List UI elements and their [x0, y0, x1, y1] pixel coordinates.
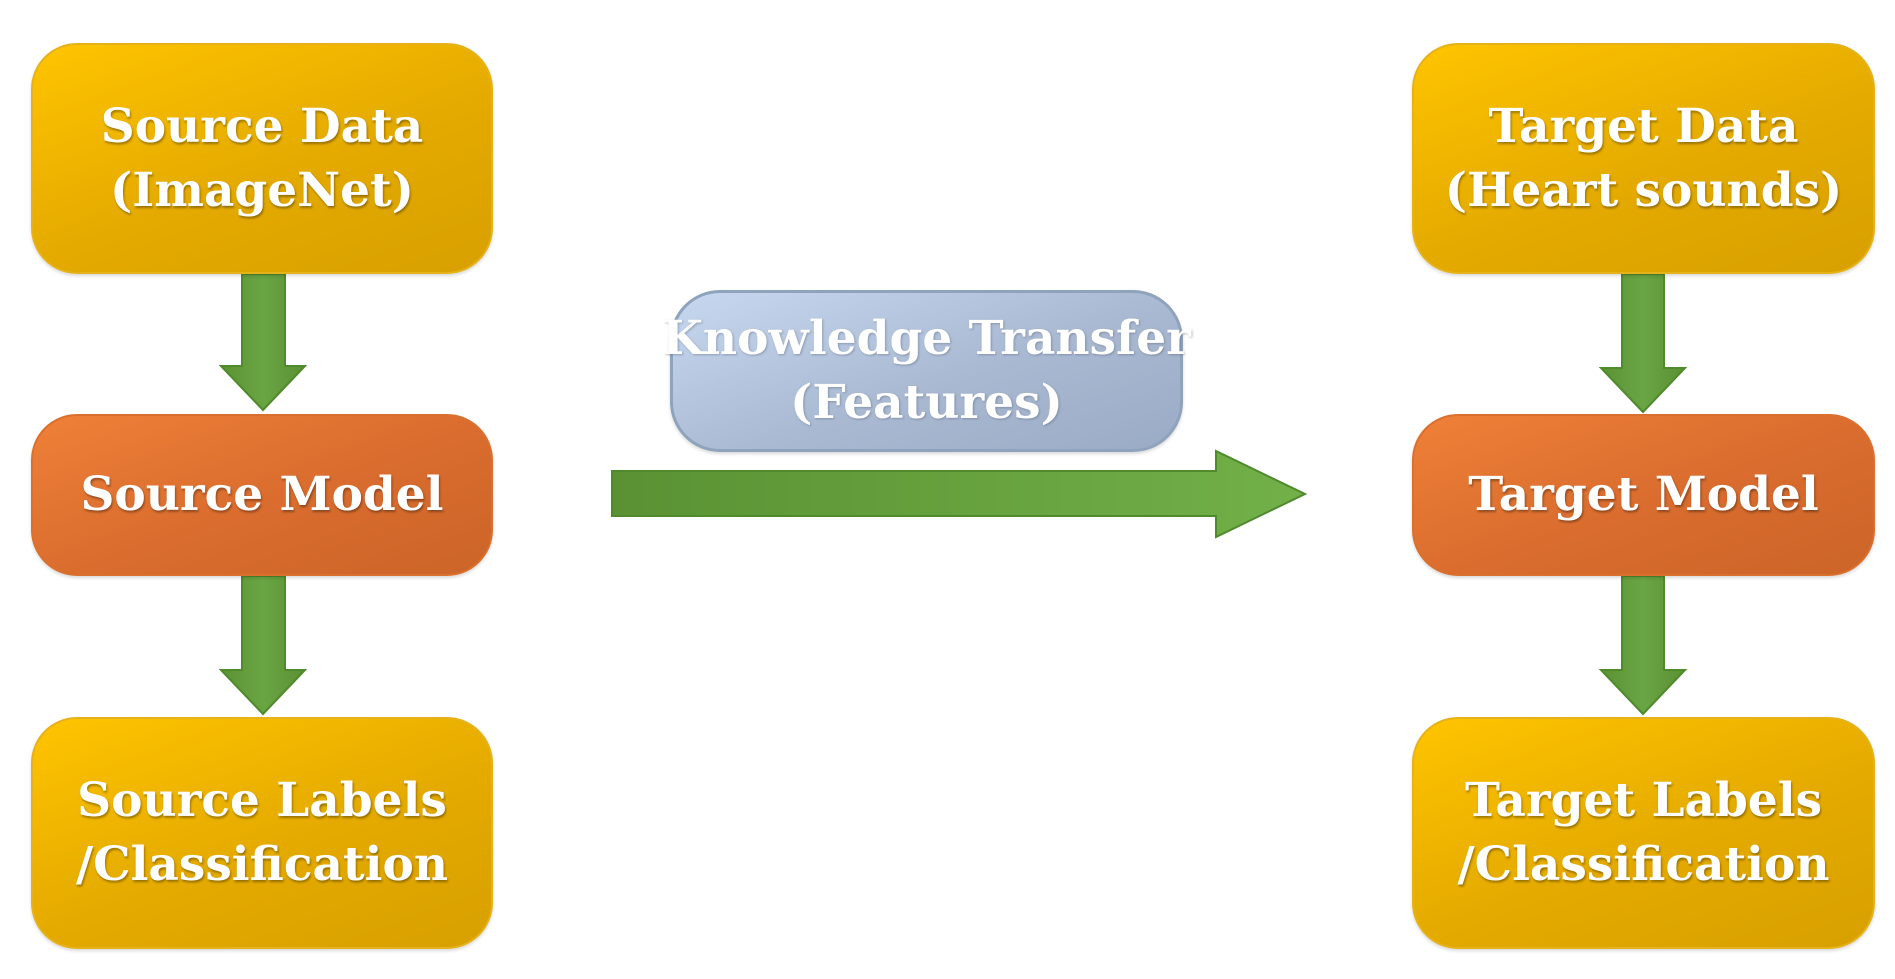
- source-labels-title: Source Labels: [77, 773, 447, 828]
- source-labels-box: Source Labels /Classification: [31, 717, 493, 949]
- source-labels-subtitle: /Classification: [76, 837, 448, 892]
- arrow-source-model-to-labels: [218, 575, 308, 716]
- source-model-box: Source Model: [31, 414, 493, 576]
- target-labels-subtitle: /Classification: [1457, 837, 1830, 892]
- source-data-subtitle: (ImageNet): [110, 162, 414, 218]
- target-model-title: Target Model: [1468, 467, 1819, 522]
- target-labels-title: Target Labels: [1464, 773, 1823, 828]
- knowledge-transfer-title: Knowledge Transfer: [662, 311, 1191, 366]
- source-data-box: Source Data (ImageNet): [31, 43, 493, 274]
- knowledge-transfer-subtitle: (Features): [790, 375, 1063, 430]
- arrow-target-model-to-labels: [1598, 575, 1688, 716]
- arrow-knowledge-transfer: [611, 449, 1308, 539]
- knowledge-transfer-box: Knowledge Transfer (Features): [662, 290, 1191, 452]
- source-data-title: Source Data: [100, 98, 424, 154]
- arrow-target-data-to-model: [1598, 273, 1688, 414]
- target-data-subtitle: (Heart sounds): [1444, 162, 1843, 218]
- source-model-title: Source Model: [80, 467, 444, 522]
- target-data-box: Target Data (Heart sounds): [1412, 43, 1875, 274]
- target-model-box: Target Model: [1412, 414, 1875, 576]
- target-labels-box: Target Labels /Classification: [1412, 717, 1875, 949]
- target-data-title: Target Data: [1488, 98, 1799, 154]
- arrow-source-data-to-model: [218, 273, 308, 412]
